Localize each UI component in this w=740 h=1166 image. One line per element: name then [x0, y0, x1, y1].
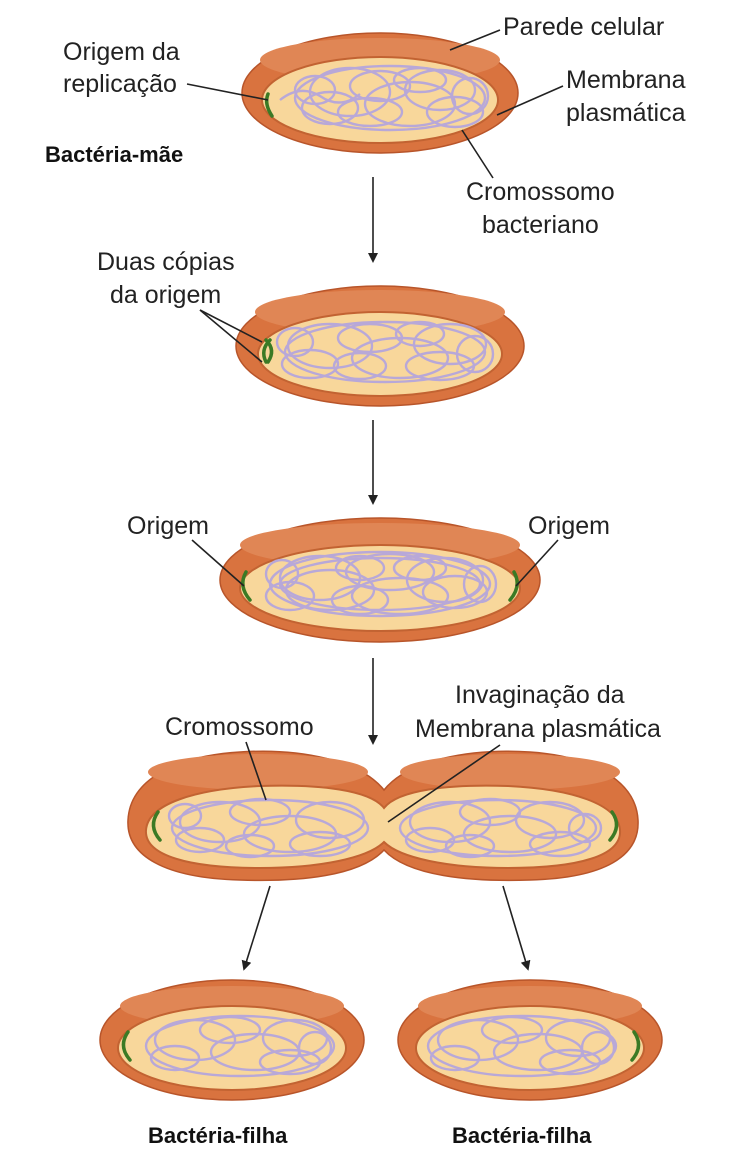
leader-chromosome-short	[245, 741, 267, 801]
chromosome-left	[167, 797, 370, 859]
label-invagination-line2: Membrana plasmática	[415, 715, 661, 743]
origin-marker	[121, 1030, 132, 1062]
parent-cell	[241, 32, 519, 154]
cell-dividing	[127, 750, 639, 882]
daughter-cell-right	[397, 979, 663, 1101]
label-cell-wall: Parede celular	[503, 13, 664, 41]
cell-two-origins	[235, 285, 525, 407]
leader-origin-replication	[186, 83, 269, 101]
cell-replicating	[219, 517, 541, 643]
label-origin-right: Origem	[528, 512, 610, 540]
label-parent-cell: Bactéria-mãe	[45, 142, 183, 167]
origin-marker	[264, 92, 274, 118]
label-chromosome-line2: bacteriano	[482, 211, 599, 239]
origin-marker	[630, 1030, 641, 1062]
label-two-copies-line1: Duas cópias	[97, 248, 235, 276]
leader-origin-left	[191, 539, 245, 587]
leader-chromosome	[461, 129, 494, 179]
bacterial-chromosome	[275, 320, 495, 384]
leader-cell-wall	[449, 29, 501, 51]
chromosome-right-daughter	[426, 1014, 618, 1078]
label-origin-replication-line1: Origem da	[63, 38, 180, 66]
bacterial-chromosome-duplicated	[264, 550, 498, 618]
label-origin-replication-line2: replicação	[63, 70, 177, 98]
label-chromosome-line1: Cromossomo	[466, 178, 615, 206]
bacterial-chromosome	[279, 64, 490, 132]
label-daughter-right: Bactéria-filha	[452, 1123, 592, 1148]
leader-two-copies-b	[199, 309, 263, 363]
label-chromosome-short: Cromossomo	[165, 713, 314, 741]
label-plasma-membrane-line2: plasmática	[566, 99, 686, 127]
arrow-split-right	[502, 885, 531, 971]
leader-two-copies-a	[199, 309, 263, 343]
chromosome-right	[398, 797, 603, 859]
label-invagination-line1: Invaginação da	[455, 681, 625, 709]
leader-origin-right	[515, 539, 559, 587]
chromosome-left-daughter	[144, 1014, 336, 1078]
origin-marker-left	[151, 810, 162, 842]
leader-plasma-membrane	[496, 85, 564, 116]
origin-marker-right	[608, 810, 619, 842]
label-daughter-left: Bactéria-filha	[148, 1123, 288, 1148]
label-plasma-membrane-line1: Membrana	[566, 66, 686, 94]
origin-marker-copy-b	[264, 338, 274, 364]
leader-invagination	[387, 744, 501, 823]
arrow-split-left	[241, 885, 271, 971]
label-origin-left: Origem	[127, 512, 209, 540]
daughter-cell-left	[99, 979, 365, 1101]
label-two-copies-line2: da origem	[110, 281, 221, 309]
